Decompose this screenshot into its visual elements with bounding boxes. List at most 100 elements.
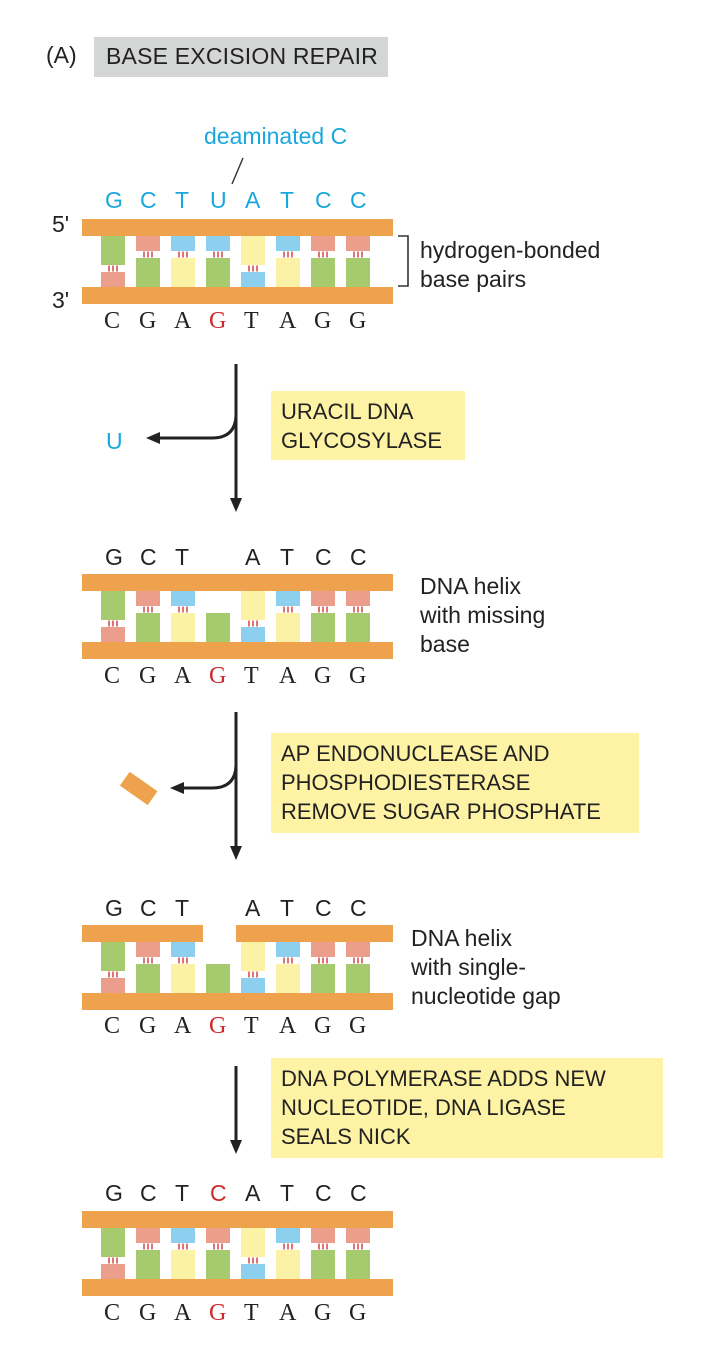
top-backbone <box>82 1211 393 1228</box>
step3-arrow <box>230 1066 242 1154</box>
top-base-3 <box>171 591 195 606</box>
stage3-top-letter-1: G <box>105 895 123 921</box>
stage1-top-letter-2: C <box>140 187 157 213</box>
stage1-bottom-letter-6: A <box>279 308 297 334</box>
stage4-bottom-letter-4: G <box>209 1300 227 1326</box>
stage1-top-letter-4: U <box>210 187 227 213</box>
stage2-bottom-letter-3: A <box>174 663 192 689</box>
top-base-7 <box>311 236 335 251</box>
bottom-base-8 <box>346 964 370 993</box>
stage2-top-letter-6: T <box>280 544 295 570</box>
stage2-bottom-letter-4: G <box>209 663 227 689</box>
base-pair-bracket <box>398 235 409 287</box>
side-label-2-line-1: DNA helix <box>420 573 521 599</box>
stage3-bottom-letter-2: G <box>139 1013 157 1039</box>
side-label-3-line-2: with single- <box>411 954 527 980</box>
stage3-top-letter-3: T <box>175 895 190 921</box>
top-base-1 <box>101 942 125 971</box>
stage4-top-letter-8: C <box>350 1180 367 1206</box>
enzyme-3-line-1: DNA POLYMERASE ADDS NEW <box>281 1066 606 1091</box>
stage4-bottom-letter-7: G <box>314 1300 332 1326</box>
bottom-base-1 <box>101 1264 125 1279</box>
stage2-bottom-letter-5: T <box>244 663 259 689</box>
stage4-top-letter-7: C <box>315 1180 332 1206</box>
top-base-5 <box>241 942 265 971</box>
top-base-7 <box>311 942 335 957</box>
side-label-1-line-1: hydrogen-bonded <box>420 237 601 263</box>
stage2-top-letter-1: G <box>105 544 123 570</box>
enzyme-box-1: URACIL DNA GLYCOSYLASE <box>271 391 465 460</box>
bottom-base-1 <box>101 627 125 642</box>
bottom-base-7 <box>311 613 335 642</box>
top-base-6 <box>276 591 300 606</box>
stage2-bottom-letter-7: G <box>314 663 332 689</box>
top-backbone-left <box>82 925 203 942</box>
stage3-bottom-letter-8: G <box>349 1013 367 1039</box>
stage1-top-letter-1: G <box>105 187 123 213</box>
stage3-top-letter-7: C <box>315 895 332 921</box>
side-label-2-line-2: with missing <box>420 602 546 628</box>
stage4-bottom-letter-2: G <box>139 1300 157 1326</box>
bottom-base-3 <box>171 1250 195 1279</box>
side-label-2-line-3: base <box>420 631 470 657</box>
five-prime-label: 5' <box>52 211 70 237</box>
stage1-top-letter-6: T <box>280 187 295 213</box>
top-base-4 <box>206 236 230 251</box>
top-base-5 <box>241 236 265 265</box>
enzyme-box-2: AP ENDONUCLEASE AND PHOSPHODIESTERASE RE… <box>271 733 639 833</box>
stage3-top-letter-8: C <box>350 895 367 921</box>
bottom-base-8 <box>346 258 370 287</box>
top-base-1 <box>101 1228 125 1257</box>
top-backbone <box>82 219 393 236</box>
stage2-top-letter-8: C <box>350 544 367 570</box>
bottom-base-1 <box>101 978 125 993</box>
stage4-top-letter-5: A <box>245 1180 261 1206</box>
side-label-1-line-2: base pairs <box>420 266 527 292</box>
bottom-base-5 <box>241 978 265 993</box>
top-backbone-right <box>236 925 393 942</box>
stage3-bottom-letter-6: A <box>279 1013 297 1039</box>
top-base-8 <box>346 236 370 251</box>
step2-arrow <box>170 712 242 860</box>
bottom-base-6 <box>276 258 300 287</box>
top-base-6 <box>276 1228 300 1243</box>
enzyme-3-line-3: SEALS NICK <box>281 1124 411 1149</box>
diagram-title: BASE EXCISION REPAIR <box>106 43 378 69</box>
top-base-8 <box>346 591 370 606</box>
three-prime-label: 3' <box>52 287 70 313</box>
top-base-1 <box>101 236 125 265</box>
top-base-7 <box>311 1228 335 1243</box>
stage3-bottom-letter-7: G <box>314 1013 332 1039</box>
bottom-base-8 <box>346 1250 370 1279</box>
stage2-top-letter-5: A <box>245 544 261 570</box>
bottom-base-7 <box>311 1250 335 1279</box>
enzyme-3-line-2: NUCLEOTIDE, DNA LIGASE <box>281 1095 566 1120</box>
helix-stage-4 <box>82 1211 393 1296</box>
top-base-6 <box>276 236 300 251</box>
stage2-bottom-letter-2: G <box>139 663 157 689</box>
top-base-5 <box>241 1228 265 1257</box>
top-base-5 <box>241 591 265 620</box>
stage3-top-letter-6: T <box>280 895 295 921</box>
stage1-bottom-letter-1: C <box>104 308 121 334</box>
bottom-backbone <box>82 642 393 659</box>
top-base-2 <box>136 1228 160 1243</box>
stage1-bottom-letter-2: G <box>139 308 157 334</box>
bottom-base-3 <box>171 613 195 642</box>
top-base-3 <box>171 942 195 957</box>
helix-stage-2 <box>82 574 393 659</box>
stage4-bottom-letter-6: A <box>279 1300 297 1326</box>
stage2-top-letter-2: C <box>140 544 157 570</box>
helix-stage-1 <box>82 219 393 304</box>
stage4-bottom-letter-3: A <box>174 1300 192 1326</box>
annotation-pointer <box>231 157 244 185</box>
title-box: BASE EXCISION REPAIR <box>94 37 388 77</box>
bottom-base-7 <box>311 258 335 287</box>
stage3-bottom-letter-1: C <box>104 1013 121 1039</box>
top-base-2 <box>136 591 160 606</box>
bottom-base-3 <box>171 964 195 993</box>
stage1-top-letter-7: C <box>315 187 332 213</box>
top-backbone <box>82 574 393 591</box>
stage4-top-letter-1: G <box>105 1180 123 1206</box>
top-base-2 <box>136 942 160 957</box>
